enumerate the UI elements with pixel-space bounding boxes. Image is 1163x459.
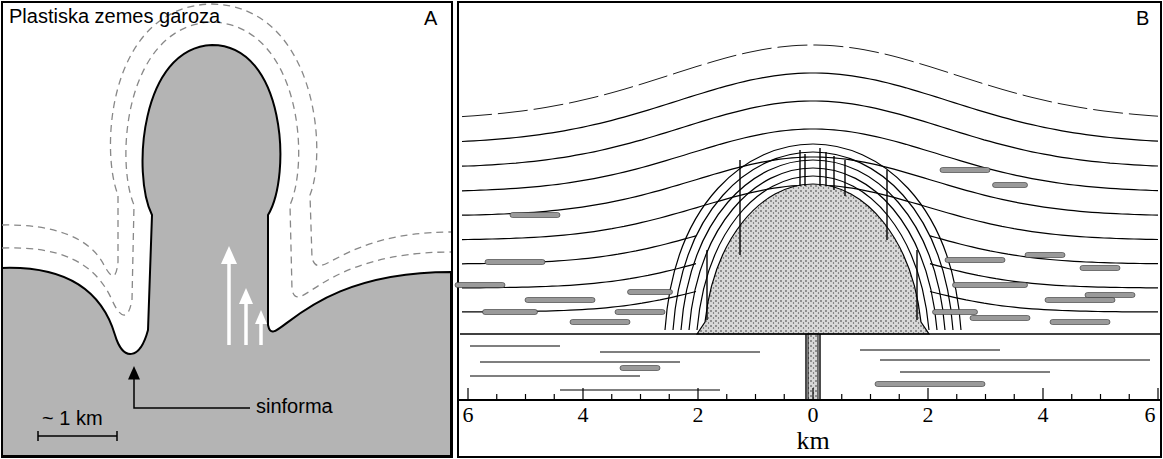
faults xyxy=(707,148,917,400)
panel-frame xyxy=(458,2,1161,457)
callout-label: sinforma xyxy=(256,396,333,416)
axis-ticks xyxy=(468,388,1158,400)
axis-number: 0 xyxy=(808,404,819,426)
salt-stem xyxy=(808,334,818,400)
axis-number: 4 xyxy=(1038,404,1049,426)
axis xyxy=(458,399,1161,401)
diapir xyxy=(2,45,451,456)
panel-title: Plastiska zemes garoza xyxy=(9,6,220,26)
scale-bar xyxy=(38,435,117,437)
panel-letter: A xyxy=(424,8,437,28)
salt-dome xyxy=(697,184,929,334)
lenses xyxy=(455,168,1135,387)
axis-unit: km xyxy=(796,428,829,454)
dashed-layer xyxy=(2,22,451,315)
axis-number: 4 xyxy=(578,404,589,426)
panel-letter: B xyxy=(1136,8,1149,28)
axis-number: 6 xyxy=(1145,404,1156,426)
dashed-layer xyxy=(2,4,451,276)
axis-number: 2 xyxy=(923,404,934,426)
leader-line xyxy=(134,372,250,408)
axis-number: 2 xyxy=(693,404,704,426)
axis-number: 6 xyxy=(463,404,474,426)
scale-label: ~ 1 km xyxy=(42,408,103,428)
uplift-arrows xyxy=(221,246,267,345)
panel-frame xyxy=(2,2,452,457)
